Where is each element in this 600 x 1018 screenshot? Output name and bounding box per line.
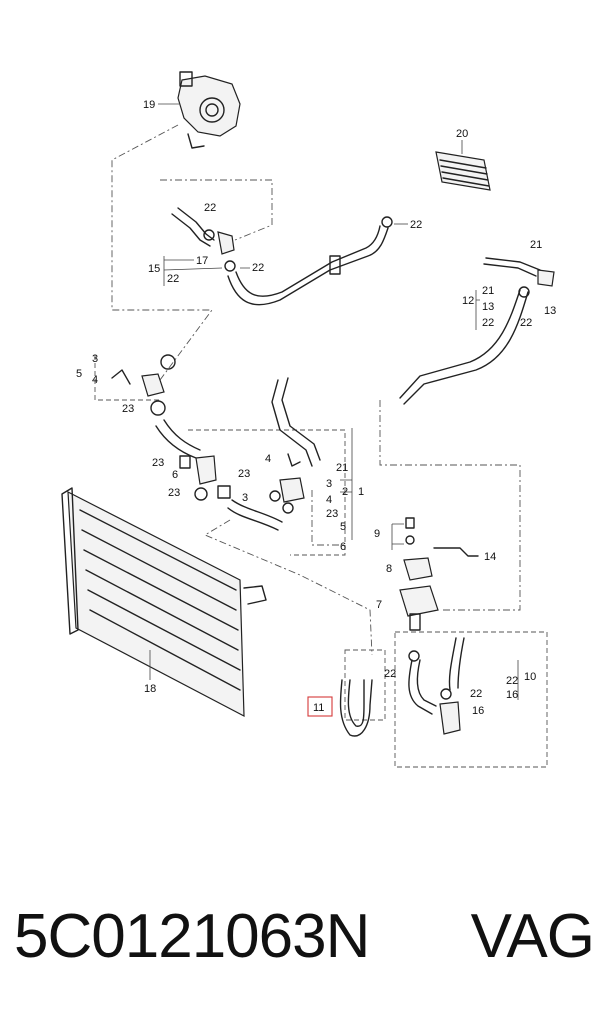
label-21-a: 21 xyxy=(530,239,542,251)
label-22-g: 22 xyxy=(384,668,396,680)
label-3-b: 3 xyxy=(242,492,248,504)
label-4-c: 4 xyxy=(326,494,332,506)
label-7: 7 xyxy=(376,599,382,611)
label-22-d: 22 xyxy=(167,273,179,285)
label-16-b: 16 xyxy=(506,689,518,701)
label-13-a: 13 xyxy=(482,301,494,313)
product-caption: 5C0121063N VAG xyxy=(14,896,595,976)
label-23-e: 23 xyxy=(326,508,338,520)
label-22-e: 22 xyxy=(482,317,494,329)
label-3-c: 3 xyxy=(326,478,332,490)
exploded-coolant-hose-diagram: 19 20 22 22 17 22 15 22 21 xyxy=(61,71,556,768)
part-19-housing: 19 xyxy=(143,71,241,149)
label-22-f: 22 xyxy=(520,317,532,329)
label-9: 9 xyxy=(374,528,380,540)
label-15: 15 xyxy=(148,263,160,275)
part-number: 5C0121063N xyxy=(14,901,370,971)
label-23-a: 23 xyxy=(122,403,134,415)
brand-name: VAG xyxy=(470,901,595,971)
part-12-hose: 21 21 12 13 22 22 13 xyxy=(399,239,556,405)
label-18: 18 xyxy=(144,683,156,695)
label-22-b: 22 xyxy=(204,202,216,214)
label-14: 14 xyxy=(484,551,496,563)
upper-long-hose: 22 xyxy=(227,216,422,306)
label-3-a: 3 xyxy=(92,353,98,365)
part-17-connector: 22 17 22 15 22 xyxy=(148,202,264,286)
assembly-guide-lines xyxy=(111,124,521,656)
label-12: 12 xyxy=(462,295,474,307)
label-21-c: 21 xyxy=(336,462,348,474)
part-11-hose: 11 xyxy=(307,679,373,737)
label-13-b: 13 xyxy=(544,305,556,317)
part-5-hose: 4 21 3 3 4 2 1 23 5 6 xyxy=(227,377,364,553)
label-22-i: 22 xyxy=(506,675,518,687)
part-6-connector: 23 6 23 23 xyxy=(152,419,250,501)
label-20: 20 xyxy=(456,128,468,140)
label-5-b: 5 xyxy=(340,521,346,533)
label-21-b: 21 xyxy=(482,285,494,297)
label-6-b: 6 xyxy=(340,541,346,553)
label-6-a: 6 xyxy=(172,469,178,481)
label-23-b: 23 xyxy=(152,457,164,469)
label-10: 10 xyxy=(524,671,536,683)
label-19: 19 xyxy=(143,99,155,111)
label-22-a: 22 xyxy=(410,219,422,231)
label-22-h: 22 xyxy=(470,688,482,700)
part-18-radiator: 18 xyxy=(61,487,267,718)
part-20-oil-cooler: 20 xyxy=(435,128,491,191)
label-4-b: 4 xyxy=(265,453,271,465)
label-5-a: 5 xyxy=(76,368,82,380)
label-4-a: 4 xyxy=(92,374,98,386)
group-frames xyxy=(94,355,548,768)
label-23-c: 23 xyxy=(168,487,180,499)
part-10-16-group: 22 22 16 22 10 16 xyxy=(384,637,536,735)
parts-3-4-5-upper: 3 4 5 23 xyxy=(76,353,176,416)
label-23-d: 23 xyxy=(238,468,250,480)
label-17: 17 xyxy=(196,255,208,267)
label-22-c: 22 xyxy=(252,262,264,274)
part-7-water-pump: 9 14 8 7 xyxy=(374,517,496,631)
label-8: 8 xyxy=(386,563,392,575)
label-1: 1 xyxy=(358,486,364,498)
label-11[interactable]: 11 xyxy=(313,702,324,714)
label-16-a: 16 xyxy=(472,705,484,717)
